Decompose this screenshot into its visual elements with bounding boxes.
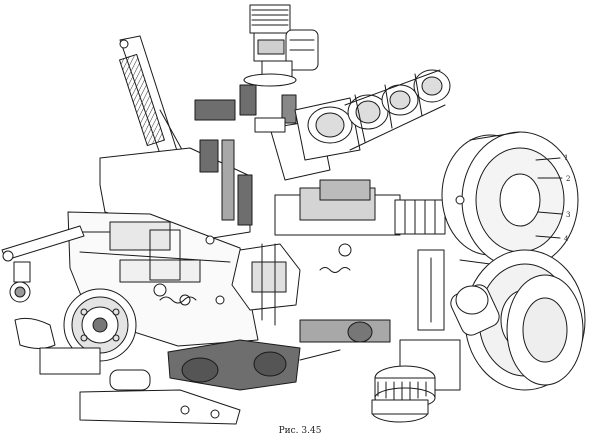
handwheel-drum	[441, 131, 579, 269]
adjustment-knob	[371, 249, 461, 423]
figure-caption: Рис. 3.45	[278, 426, 322, 436]
callout-4: 4	[564, 235, 569, 243]
top-spool-assembly	[243, 4, 319, 87]
looper-mechanism	[167, 319, 391, 391]
detail-fasteners	[153, 195, 465, 419]
main-shaft	[274, 179, 446, 236]
presser-foot-area	[231, 243, 301, 326]
drive-gear	[14, 288, 241, 425]
callout-2: 2	[566, 175, 570, 183]
belt-pulleys	[450, 249, 586, 391]
left-shaft	[1, 225, 85, 303]
upper-cylinder-bank	[294, 69, 451, 161]
callout-labels: 1 2 3 4	[564, 154, 570, 243]
callout-1: 1	[564, 154, 568, 162]
callout-3: 3	[566, 211, 570, 219]
